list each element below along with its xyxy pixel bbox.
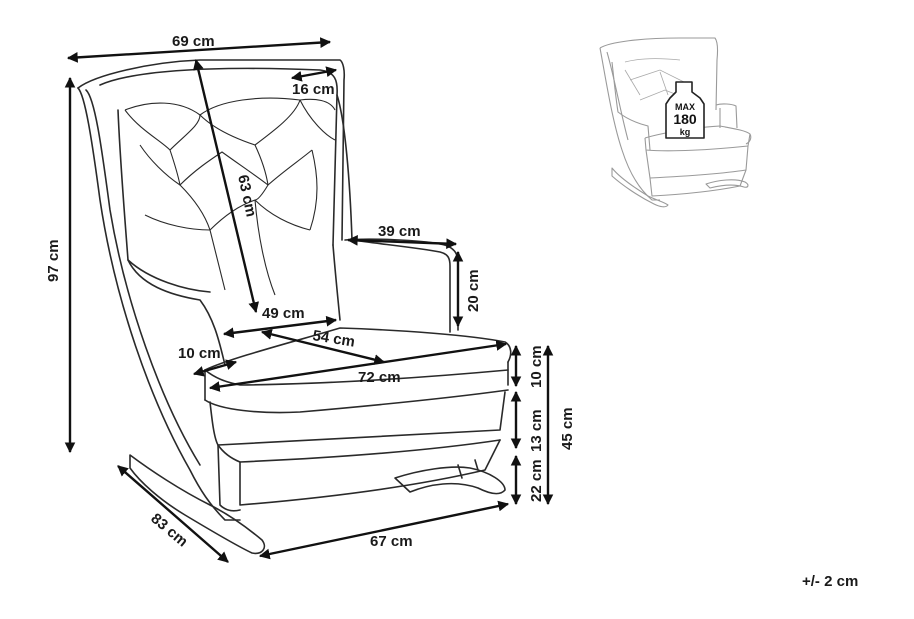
dimension-arrows	[64, 37, 554, 563]
label-leg-height: 22 cm	[528, 459, 545, 502]
badge-unit-text: kg	[680, 127, 691, 137]
chair-thumbnail	[599, 37, 752, 208]
badge-weight-value: 180	[673, 111, 697, 127]
label-depth-overall: 83 cm	[147, 510, 191, 550]
label-seat-depth: 54 cm	[311, 327, 356, 350]
label-seat-height: 45 cm	[559, 407, 576, 450]
label-rocker-length: 67 cm	[370, 533, 413, 550]
tolerance-note: +/- 2 cm	[802, 573, 859, 590]
label-wing-depth: 16 cm	[292, 81, 335, 98]
label-frame-height: 13 cm	[528, 409, 545, 452]
tufting-pattern	[124, 97, 336, 296]
label-width-top: 69 cm	[172, 33, 215, 50]
label-overall-height: 97 cm	[45, 239, 62, 282]
label-armrest-height: 20 cm	[465, 269, 482, 312]
label-armrest-width: 10 cm	[178, 345, 221, 362]
max-load-badge: MAX 180 kg	[665, 81, 705, 139]
label-seat-width: 72 cm	[358, 369, 401, 386]
badge-max-text: MAX	[675, 102, 695, 112]
label-back-height: 63 cm	[234, 173, 259, 218]
label-inner-width: 49 cm	[262, 305, 305, 322]
label-armrest-length: 39 cm	[378, 223, 421, 240]
label-cushion-height: 10 cm	[528, 345, 545, 388]
